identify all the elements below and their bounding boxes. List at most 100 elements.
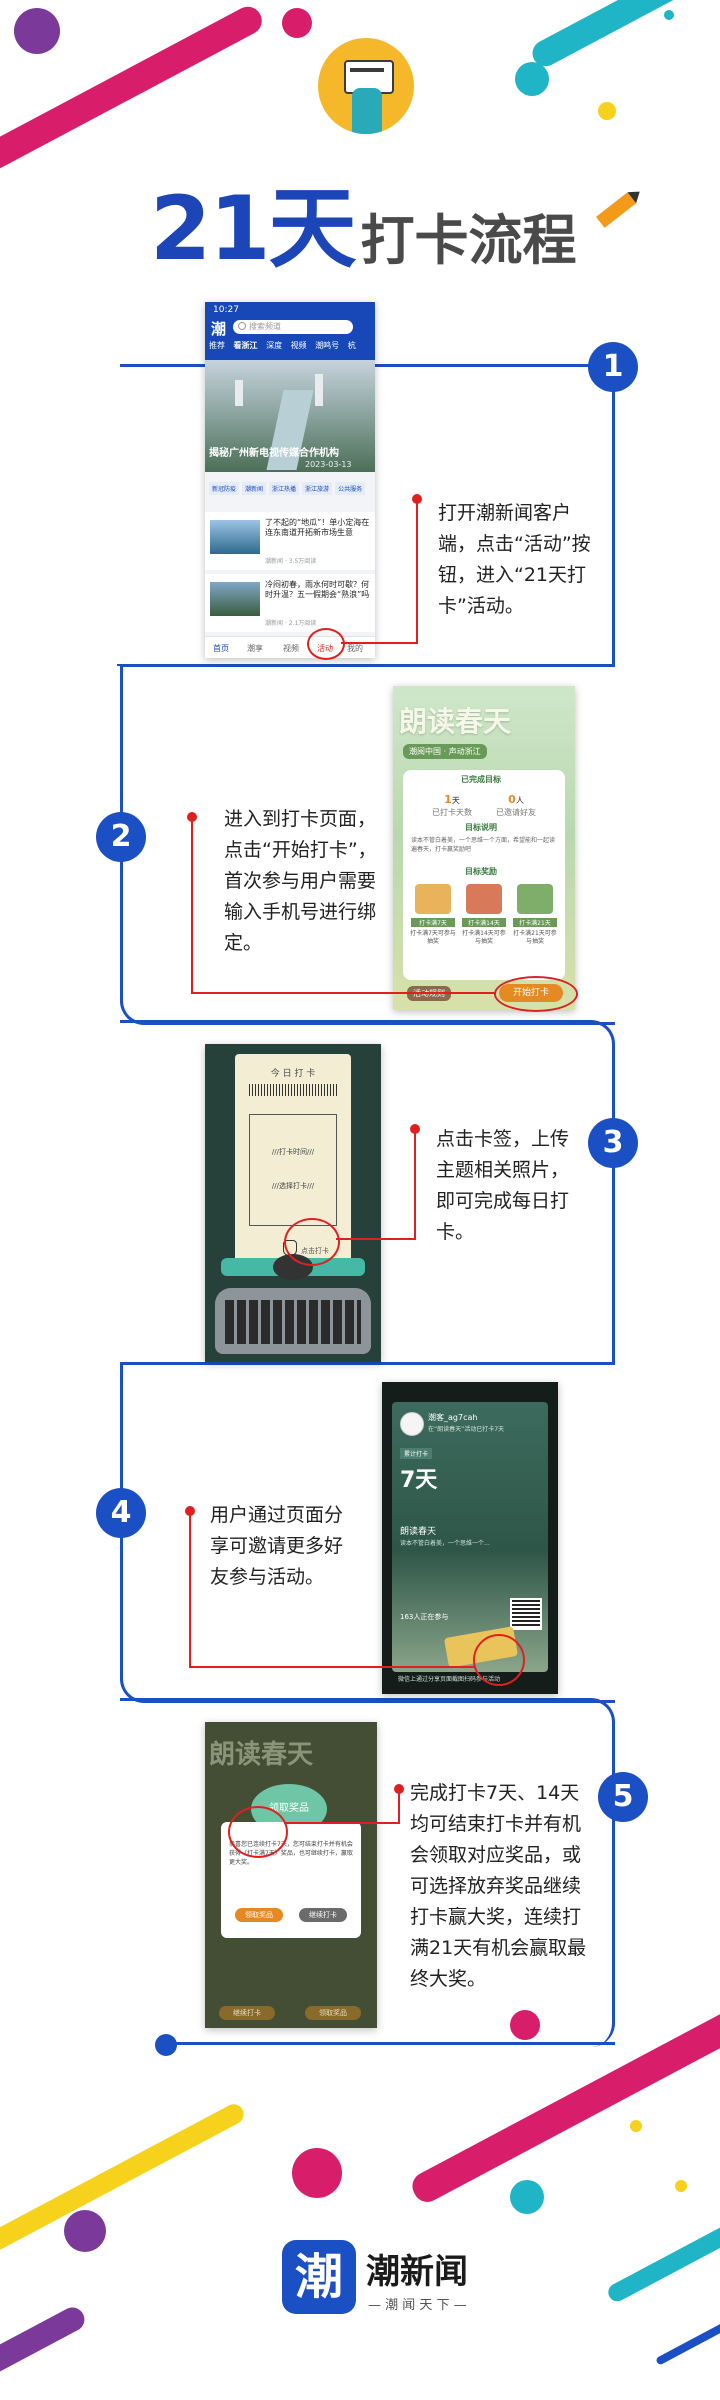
pointer-line — [336, 1238, 416, 1240]
news-meta: 潮新闻 · 3.5万阅读 — [265, 558, 317, 565]
search-icon — [238, 322, 246, 330]
screenshot-daily-ticket: 今 日 打 卡 ///打卡时间/// ///选择打卡/// 点击打卡 — [205, 1044, 381, 1362]
done-label: 已完成目标 — [461, 775, 501, 784]
search-placeholder: 搜索频道 — [249, 322, 281, 331]
time-line: ///打卡时间/// — [271, 1148, 315, 1156]
reward-tag: 打卡满14天 — [462, 918, 506, 927]
pointer-line — [189, 1666, 475, 1668]
ticket-frame: ///打卡时间/// ///选择打卡/// — [249, 1114, 337, 1226]
decor-dot — [675, 2180, 687, 2192]
accept-reward-button[interactable]: 领取奖品 — [235, 1908, 283, 1922]
chip[interactable]: 浙江热播 — [269, 482, 300, 495]
decor-dot — [510, 2010, 540, 2040]
step-5-text: 完成打卡7天、14天均可结束打卡并有机会领取对应奖品，或可选择放弃奖品继续打卡赢… — [410, 1782, 587, 1990]
decor-dot — [64, 2210, 106, 2252]
nav-home[interactable]: 首页 — [213, 644, 229, 653]
page-title: 21天打卡流程 — [150, 158, 576, 285]
pointer-line — [414, 1130, 416, 1240]
reward-image — [517, 884, 553, 914]
tab[interactable]: 看浙江 — [233, 341, 258, 350]
hand-holding-card-icon — [318, 38, 414, 134]
reward-tag: 打卡满7天 — [411, 918, 455, 927]
step-4-number: 4 — [96, 1488, 146, 1538]
decor-yellow-line-bottom — [0, 2100, 248, 2260]
reward-text: 打卡满7天可参与抽奖 — [410, 930, 456, 945]
pencil-icon — [595, 186, 645, 228]
theme-text: 读本不管白着美，一个思维一个方面，希望能和一起读遍春天，打卡赢奖励吧 — [411, 837, 556, 853]
screenshot-reward-modal: 朗读春天 领取奖品 恭喜您已连续打卡7天，您可结束打卡并有机会获得（打卡满7天）… — [205, 1722, 377, 2028]
step-3-number: 3 — [588, 1118, 638, 1168]
news-thumbnail — [210, 582, 260, 616]
search-bar[interactable]: 搜索频道 — [233, 320, 353, 334]
nav-tab[interactable]: 我的 — [347, 644, 363, 653]
bottom-button[interactable]: 继续打卡 — [219, 2006, 275, 2020]
news-meta: 潮新闻 · 2.1万阅读 — [265, 620, 317, 627]
chip-row: 新冠防疫潮新闻浙江热播浙江旅游公共服务 — [209, 482, 375, 496]
step-1-number: 1 — [588, 342, 638, 392]
stat-label: 已邀请好友 — [496, 808, 536, 817]
footer-brand-name: 潮新闻 — [366, 2252, 468, 2292]
step-4-text: 用户通过页面分享可邀请更多好友参与活动。 — [210, 1504, 344, 1588]
tab[interactable]: 视频 — [290, 341, 307, 350]
news-item[interactable]: 了不起的“地瓜”！单小定海在连东南道开拓新市场生意 潮新闻 · 3.5万阅读 — [205, 512, 375, 570]
tab[interactable]: 潮鸣号 — [315, 341, 340, 350]
pointer-line — [416, 500, 418, 644]
pointer-dot — [410, 1124, 420, 1134]
tabs: 推荐 看浙江 深度 视频 潮鸣号 杭 — [209, 340, 375, 354]
stat-unit: 天 — [451, 796, 460, 805]
status-time: 10:27 — [213, 305, 239, 315]
tab[interactable]: 深度 — [266, 341, 283, 350]
step-5-number: 5 — [598, 1772, 648, 1822]
quote-title: 朗读春天 — [400, 1527, 437, 1537]
nav-tab[interactable]: 潮享 — [247, 644, 263, 653]
bottom-button[interactable]: 领取奖品 — [305, 2006, 361, 2020]
participants: 163人正在参与 — [400, 1613, 449, 1621]
flow-end-dot — [155, 2034, 177, 2056]
days-value: 7天 — [400, 1468, 438, 1493]
continue-checkin-button[interactable]: 继续打卡 — [299, 1908, 347, 1922]
footer-text: 微信上通过分享页面截图扫码参与活动 — [398, 1676, 501, 1683]
chip[interactable]: 潮新闻 — [242, 482, 267, 495]
reward-label: 目标奖励 — [465, 867, 497, 876]
news-item[interactable]: 冷闷初春，雨水何时可歇？何时升温？五一假期会“熟浪”吗 潮新闻 · 2.1万阅读 — [205, 574, 375, 632]
stat-unit: 人 — [515, 796, 524, 805]
page-badge: 潮阅中国 · 声动浙江 — [403, 744, 487, 759]
highlight-ring — [307, 628, 345, 660]
stat-label: 已打卡天数 — [432, 808, 472, 817]
decor-dot — [664, 10, 674, 20]
reward-tag: 打卡满21天 — [513, 918, 557, 927]
decor-pink-line-topright — [527, 0, 720, 71]
stat: 0人 已邀请好友 — [491, 788, 541, 818]
decor-blue-line-bottom — [655, 2302, 720, 2366]
tab[interactable]: 杭 — [347, 341, 356, 350]
avatar-icon — [400, 1412, 424, 1436]
chip[interactable]: 公共服务 — [335, 482, 366, 495]
pointer-line — [398, 1790, 400, 1824]
reward-image — [466, 884, 502, 914]
poster: 潮客_ag7cah 在“朗读春天”活动已打卡7天 累计打卡 7天 朗读春天 读本… — [392, 1402, 548, 1672]
banner-image[interactable] — [205, 360, 375, 472]
step-2-text: 进入到打卡页面，点击“开始打卡”，首次参与用户需要输入手机号进行绑定。 — [224, 808, 377, 954]
stat-number: 0 — [508, 793, 516, 806]
decor-dot — [598, 102, 616, 120]
decor-cyan-line-bottom — [605, 2213, 720, 2305]
pointer-line — [189, 1512, 191, 1668]
tab[interactable]: 推荐 — [209, 341, 225, 350]
chip[interactable]: 浙江旅游 — [302, 482, 333, 495]
pointer-dot — [412, 494, 422, 504]
step-3-text: 点击卡签，上传主题相关照片，即可完成每日打卡。 — [436, 1128, 570, 1243]
reward-item: 打卡满14天 打卡满14天可参与抽奖 — [460, 882, 508, 968]
page-title-art: 朗读春天 — [399, 705, 512, 738]
decor-dot — [292, 2148, 342, 2198]
reward-text: 打卡满21天可参与抽奖 — [513, 930, 557, 945]
news-title: 冷闷初春，雨水何时可歇？何时升温？五一假期会“熟浪”吗 — [265, 580, 370, 599]
nav-tab[interactable]: 视频 — [283, 644, 299, 653]
reward-item: 打卡满7天 打卡满7天可参与抽奖 — [409, 882, 457, 968]
flow-path — [117, 664, 120, 666]
flow-path — [120, 664, 612, 667]
chip[interactable]: 新冠防疫 — [209, 482, 240, 495]
flow-path — [120, 1362, 612, 1365]
flow-path — [120, 1698, 615, 2047]
bg-title-art: 朗读春天 — [209, 1740, 314, 1770]
barcode — [249, 1084, 337, 1096]
